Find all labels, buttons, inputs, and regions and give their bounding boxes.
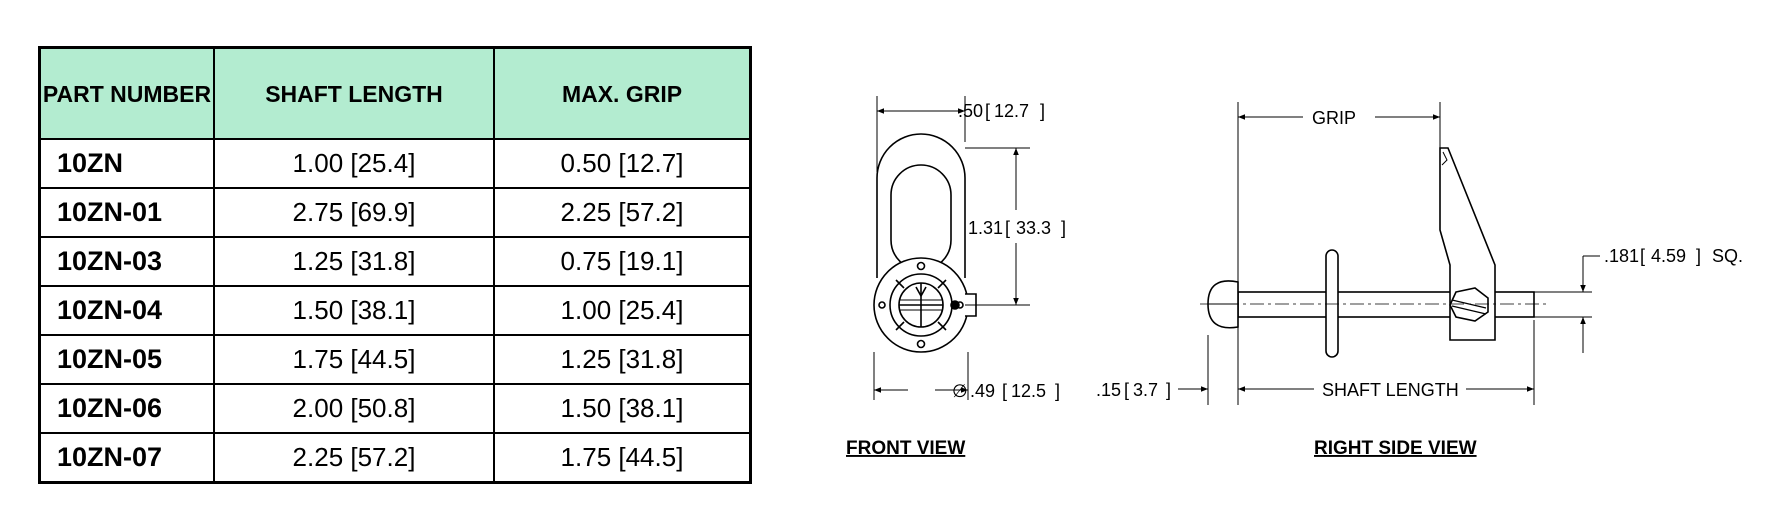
max-grip-cell: 1.00 [25.4] bbox=[493, 285, 752, 336]
washer bbox=[1325, 249, 1339, 358]
table-row: 10ZN-01 2.75 [69.9] 2.25 [57.2] bbox=[38, 187, 752, 238]
shaft-length-cell: 1.75 [44.5] bbox=[213, 334, 495, 385]
shaft-length-cell: 2.00 [50.8] bbox=[213, 383, 495, 434]
shaft-length-cell: 2.75 [69.9] bbox=[213, 187, 495, 238]
front-dim-width-label: .50 [ 12.7 ] bbox=[958, 101, 1045, 121]
svg-text:]: ] bbox=[1696, 246, 1701, 266]
grip-label: GRIP bbox=[1312, 108, 1356, 128]
max-grip-cell: 0.75 [19.1] bbox=[493, 236, 752, 287]
table-row: 10ZN-06 2.00 [50.8] 1.50 [38.1] bbox=[38, 383, 752, 434]
svg-text:.15: .15 bbox=[1096, 380, 1121, 400]
svg-text:]: ] bbox=[1166, 380, 1171, 400]
svg-text:]: ] bbox=[1040, 101, 1045, 121]
side-view-drawing bbox=[1207, 147, 1535, 358]
svg-text:[: [ bbox=[985, 101, 990, 121]
side-dim-head-label: .15 [ 3.7 ] bbox=[1096, 380, 1171, 400]
svg-text:.50: .50 bbox=[958, 101, 983, 121]
part-number-cell: 10ZN-01 bbox=[38, 187, 215, 238]
front-dim-diameter-label: ∅ .49 [ 12.5 ] bbox=[952, 381, 1060, 401]
side-dim-square-label: .181 [ 4.59 ] SQ. bbox=[1604, 246, 1743, 266]
max-grip-cell: 2.25 [57.2] bbox=[493, 187, 752, 238]
table-row: 10ZN-03 1.25 [31.8] 0.75 [19.1] bbox=[38, 236, 752, 287]
svg-text:12.5: 12.5 bbox=[1011, 381, 1046, 401]
svg-text:]: ] bbox=[1055, 381, 1060, 401]
shaft-length-cell: 1.50 [38.1] bbox=[213, 285, 495, 336]
svg-text:∅: ∅ bbox=[952, 381, 968, 401]
max-grip-cell: 1.25 [31.8] bbox=[493, 334, 752, 385]
svg-text:12.7: 12.7 bbox=[994, 101, 1029, 121]
svg-text:.181: .181 bbox=[1604, 246, 1639, 266]
svg-text:3.7: 3.7 bbox=[1133, 380, 1158, 400]
header-max-grip: MAX. GRIP bbox=[493, 46, 752, 140]
header-part-number: PART NUMBER bbox=[38, 46, 215, 140]
table-row: 10ZN 1.00 [25.4] 0.50 [12.7] bbox=[38, 138, 752, 189]
svg-text:[: [ bbox=[1640, 246, 1645, 266]
table-row: 10ZN-04 1.50 [38.1] 1.00 [25.4] bbox=[38, 285, 752, 336]
front-view-drawing bbox=[873, 133, 977, 353]
header-shaft-length: SHAFT LENGTH bbox=[213, 46, 495, 140]
table-header-row: PART NUMBER SHAFT LENGTH MAX. GRIP bbox=[38, 46, 752, 140]
part-number-cell: 10ZN bbox=[38, 138, 215, 189]
svg-text:33.3: 33.3 bbox=[1016, 218, 1051, 238]
svg-text:SQ.: SQ. bbox=[1712, 246, 1743, 266]
front-view-title: FRONT VIEW bbox=[846, 438, 965, 459]
front-dim-height-label: 1.31 [ 33.3 ] bbox=[968, 218, 1066, 238]
svg-text:4.59: 4.59 bbox=[1651, 246, 1686, 266]
max-grip-cell: 1.50 [38.1] bbox=[493, 383, 752, 434]
table-row: 10ZN-07 2.25 [57.2] 1.75 [44.5] bbox=[38, 432, 752, 484]
shaft-length-cell: 2.25 [57.2] bbox=[213, 432, 495, 484]
part-number-cell: 10ZN-03 bbox=[38, 236, 215, 287]
part-number-cell: 10ZN-04 bbox=[38, 285, 215, 336]
latch-tongue bbox=[876, 133, 966, 278]
part-spec-table: PART NUMBER SHAFT LENGTH MAX. GRIP 10ZN … bbox=[38, 46, 752, 484]
table-row: 10ZN-05 1.75 [44.5] 1.25 [31.8] bbox=[38, 334, 752, 385]
svg-text:.49: .49 bbox=[970, 381, 995, 401]
svg-text:[: [ bbox=[1002, 381, 1007, 401]
part-number-cell: 10ZN-05 bbox=[38, 334, 215, 385]
max-grip-cell: 1.75 [44.5] bbox=[493, 432, 752, 484]
svg-text:]: ] bbox=[1061, 218, 1066, 238]
max-grip-cell: 0.50 [12.7] bbox=[493, 138, 752, 189]
shaft-length-cell: 1.00 [25.4] bbox=[213, 138, 495, 189]
svg-text:[: [ bbox=[1124, 380, 1129, 400]
shaft-length-cell: 1.25 [31.8] bbox=[213, 236, 495, 287]
side-view-title: RIGHT SIDE VIEW bbox=[1314, 438, 1477, 459]
svg-text:[: [ bbox=[1005, 218, 1010, 238]
shaft-length-label: SHAFT LENGTH bbox=[1322, 380, 1459, 400]
svg-text:1.31: 1.31 bbox=[968, 218, 1003, 238]
part-number-cell: 10ZN-07 bbox=[38, 432, 215, 484]
part-number-cell: 10ZN-06 bbox=[38, 383, 215, 434]
